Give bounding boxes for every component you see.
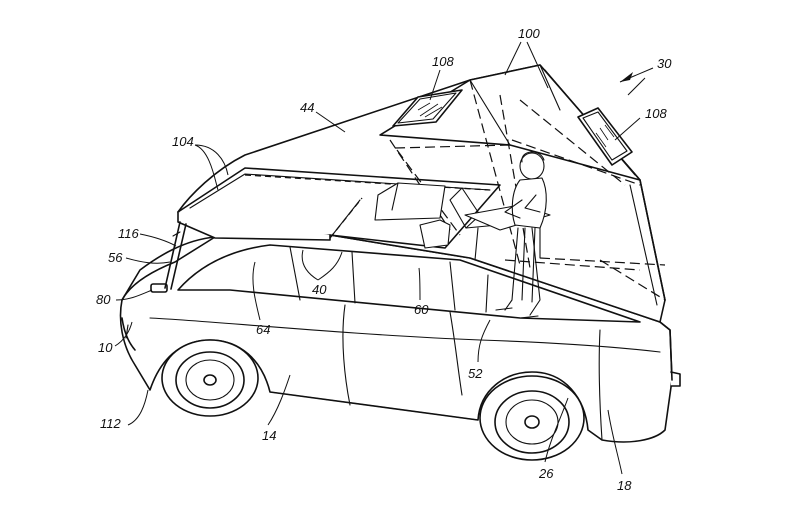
ref-100: 100	[518, 26, 540, 41]
ref-60: 60	[414, 302, 429, 317]
ref-40: 40	[312, 282, 327, 297]
ref-108-right: 108	[645, 106, 667, 121]
ref-116: 116	[118, 226, 139, 241]
ref-26: 26	[538, 466, 554, 481]
ref-104: 104	[172, 134, 194, 149]
ref-10: 10	[98, 340, 113, 355]
ref-44: 44	[300, 100, 314, 115]
ref-112: 112	[100, 416, 121, 431]
vehicle-body	[119, 234, 681, 443]
ref-64: 64	[256, 322, 270, 337]
reference-numerals: 100 108 108 30 44 104 116 56 80 10 112 6…	[96, 26, 672, 493]
ref-56: 56	[108, 250, 123, 265]
ref-18: 18	[617, 478, 632, 493]
ref-52: 52	[468, 366, 483, 381]
ref-30: 30	[657, 56, 672, 71]
ref-14: 14	[262, 428, 276, 443]
leader-lines	[114, 41, 654, 475]
ref-80: 80	[96, 292, 111, 307]
person-figure	[495, 151, 547, 319]
ref-108-left: 108	[432, 54, 454, 69]
front-wheel	[161, 339, 259, 417]
rear-wheel	[479, 375, 585, 461]
